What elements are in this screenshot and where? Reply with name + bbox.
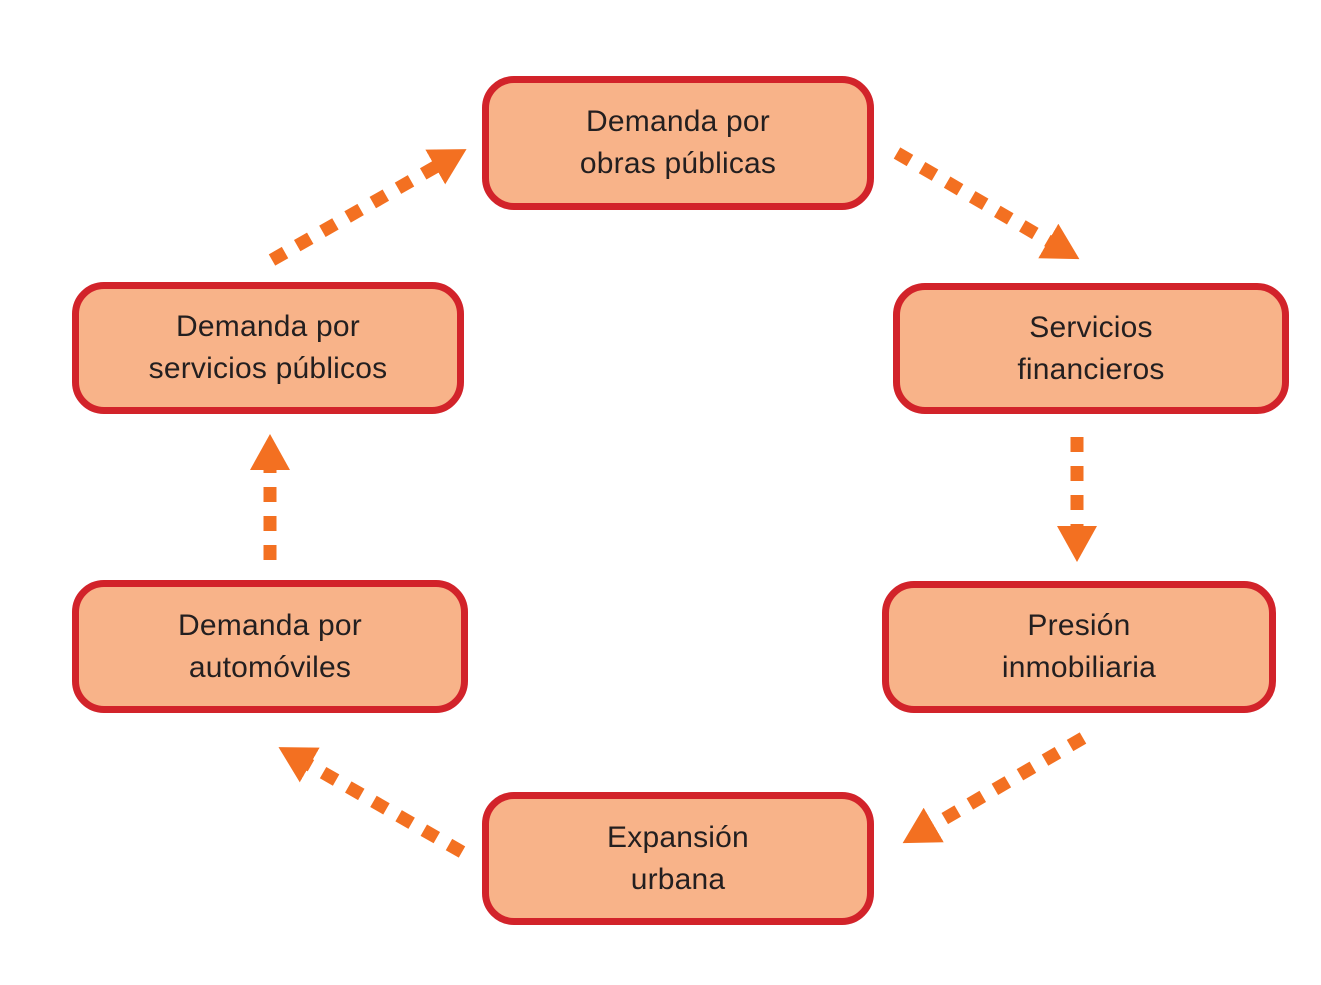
arrow-presion-inmobiliaria-to-expansion-urbana xyxy=(902,732,1087,844)
node-label-demanda-obras-publicas: Demanda por obras públicas xyxy=(579,105,777,180)
node-label-servicios-financieros: Servicios financieros xyxy=(1017,310,1165,386)
node-demanda-automoviles: Demanda por automóviles xyxy=(72,580,468,713)
arrow-servicios-publicos-to-obras-publicas xyxy=(268,149,467,266)
node-servicios-financieros: Servicios financieros xyxy=(893,283,1289,414)
node-presion-inmobiliaria: Presión inmobiliaria xyxy=(882,581,1276,713)
node-demanda-servicios-publicos: Demanda por servicios públicos xyxy=(72,282,464,414)
arrow-obras-publicas-to-servicios-financieros xyxy=(893,147,1080,260)
node-label-presion-inmobiliaria: Presión inmobiliaria xyxy=(1001,609,1157,684)
arrow-expansion-urbana-to-demanda-automoviles xyxy=(278,747,466,858)
node-expansion-urbana: Expansión urbana xyxy=(482,792,874,925)
node-label-demanda-automoviles: Demanda por automóviles xyxy=(178,608,362,684)
node-demanda-obras-publicas: Demanda por obras públicas xyxy=(482,76,874,210)
node-label-expansion-urbana: Expansión urbana xyxy=(607,820,749,896)
node-label-demanda-servicios-publicos: Demanda por servicios públicos xyxy=(148,310,388,385)
